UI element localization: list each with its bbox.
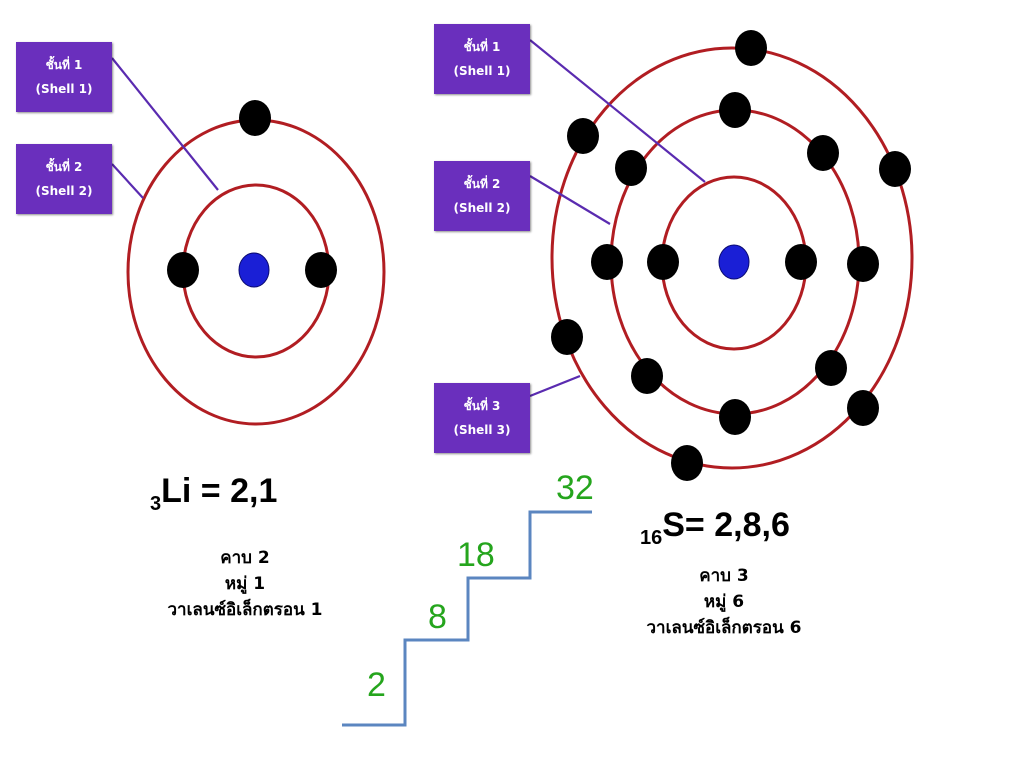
sulfur-atom	[550, 30, 914, 481]
leader-lines	[111, 39, 706, 398]
s-atomic-number: 16	[640, 527, 663, 549]
li-shell-2-label: ชั้นที่ 2 (Shell 2)	[16, 144, 112, 214]
li-electron	[167, 252, 199, 288]
lithium-atom	[126, 100, 386, 426]
li-shell-1-label-thai: ชั้นที่ 1	[45, 57, 83, 72]
s-period: คาบ 3	[699, 566, 749, 586]
li-shell-2-label-english: (Shell 2)	[35, 183, 93, 198]
s-shell-2-label-english: (Shell 2)	[453, 200, 511, 215]
step-number: 32	[556, 469, 594, 507]
staircase-line	[342, 510, 592, 727]
s-electron	[647, 244, 679, 280]
s-orbit-shell-3	[550, 46, 914, 470]
s-electron	[615, 150, 647, 186]
step-number: 2	[367, 666, 386, 704]
li-shell-1-leader	[111, 57, 219, 191]
li-config-text: Li = 2,1	[161, 472, 278, 510]
li-electron	[305, 252, 337, 288]
s-config-text: S= 2,8,6	[662, 506, 790, 544]
s-electron	[847, 246, 879, 282]
s-electron-configuration: 16S= 2,8,6	[640, 506, 790, 549]
s-group: หมู่ 6	[703, 592, 745, 612]
li-properties: คาบ 2 หมู่ 1 วาเลนซ์อิเล็กตรอน 1	[130, 545, 360, 623]
s-electron	[671, 445, 703, 481]
s-electron	[567, 118, 599, 154]
s-electron	[847, 390, 879, 426]
s-shell-3-label-thai: ชั้นที่ 3	[463, 398, 501, 413]
s-shell-1-label-english: (Shell 1)	[453, 63, 511, 78]
li-shell-2-leader	[111, 163, 144, 199]
s-shell-1-label-thai: ชั้นที่ 1	[463, 39, 501, 54]
s-shell-1-label: ชั้นที่ 1 (Shell 1)	[434, 24, 530, 94]
s-electron	[879, 151, 911, 187]
s-electron	[815, 350, 847, 386]
li-nucleus	[238, 252, 270, 288]
step-number: 18	[457, 536, 495, 574]
s-shell-1-leader	[529, 39, 706, 183]
s-electron	[551, 319, 583, 355]
li-shell-1-label-english: (Shell 1)	[35, 81, 93, 96]
s-electron	[735, 30, 767, 66]
s-electron	[719, 399, 751, 435]
li-group: หมู่ 1	[224, 574, 266, 594]
s-shell-2-label-thai: ชั้นที่ 2	[463, 176, 501, 191]
li-electron-configuration: 3Li = 2,1	[150, 472, 278, 515]
step-number: 8	[428, 598, 447, 636]
li-valence: วาเลนซ์อิเล็กตรอน 1	[167, 600, 323, 620]
s-electron	[591, 244, 623, 280]
li-atomic-number: 3	[150, 493, 162, 515]
s-electron	[785, 244, 817, 280]
li-shell-1-label: ชั้นที่ 1 (Shell 1)	[16, 42, 112, 112]
s-shell-3-label: ชั้นที่ 3 (Shell 3)	[434, 383, 530, 453]
s-shell-3-label-english: (Shell 3)	[453, 422, 511, 437]
s-electron	[807, 135, 839, 171]
li-electron	[239, 100, 271, 136]
li-period: คาบ 2	[220, 548, 270, 568]
s-valence: วาเลนซ์อิเล็กตรอน 6	[646, 618, 802, 638]
s-nucleus	[718, 244, 750, 280]
s-shell-2-leader	[529, 175, 611, 225]
s-shell-3-leader	[529, 374, 581, 398]
s-properties: คาบ 3 หมู่ 6 วาเลนซ์อิเล็กตรอน 6	[608, 563, 840, 641]
s-shell-2-label: ชั้นที่ 2 (Shell 2)	[434, 161, 530, 231]
s-electron	[719, 92, 751, 128]
s-electron	[631, 358, 663, 394]
li-shell-2-label-thai: ชั้นที่ 2	[45, 159, 83, 174]
